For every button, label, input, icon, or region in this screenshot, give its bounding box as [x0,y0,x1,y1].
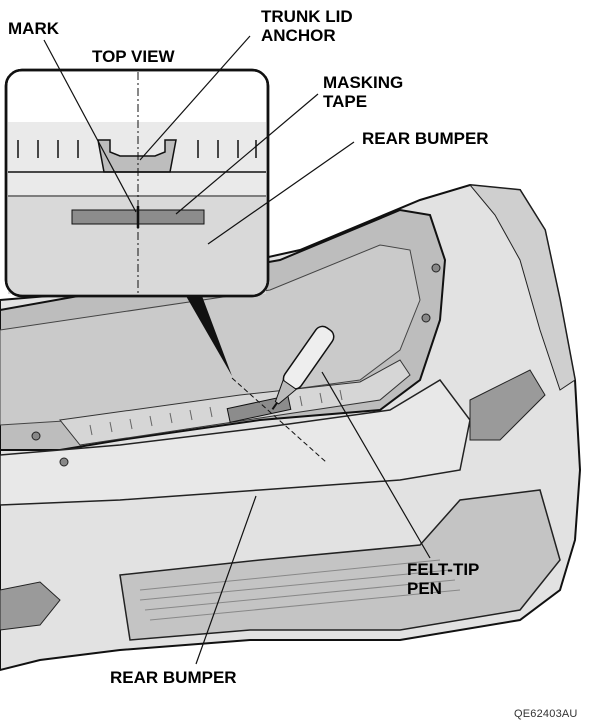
label-masking-tape-2: TAPE [323,92,368,111]
fastener-dot [31,431,41,441]
left-grille [0,581,61,631]
label-trunk-lid-anchor-1: TRUNK LID [261,7,353,26]
right-grille [469,369,546,441]
inset-tabs [17,140,257,158]
fastener-dot [431,263,441,273]
bumper-ledge [0,379,471,506]
felt-tip-pen [271,325,335,410]
leader-mark [43,39,137,213]
sill-ribs [89,389,343,436]
label-masking-tape-1: MASKING [323,73,404,92]
inset-pointer [186,296,232,376]
label-felt-tip-pen-1: FELT-TIP [407,560,480,579]
label-rear-bumper-inset: REAR BUMPER [362,129,489,148]
label-mark: MARK [8,19,59,38]
leader-rear-bumper-inset [207,141,355,245]
leader-rear-bumper-bottom [195,495,257,665]
right-quarter-panel [468,184,576,391]
label-felt-tip-pen-2: PEN [407,579,442,598]
figure-code: QE62403AU [514,708,578,720]
leader-felt-tip-pen [321,371,431,559]
leader-trunk-lid-anchor [139,35,251,161]
fastener-dot [421,313,431,323]
diffuser-slats [139,559,461,621]
top-view-inset [4,68,270,298]
leader-lines [43,35,431,665]
fastener-dot [59,457,69,467]
lower-diffuser [119,489,561,641]
masking-tape-strip [226,395,292,423]
label-top-view: TOP VIEW [92,47,175,66]
label-trunk-lid-anchor-2: ANCHOR [261,26,336,45]
car-rear-body [0,183,582,672]
label-rear-bumper-bottom: REAR BUMPER [110,668,237,687]
center-mark-line [231,377,327,463]
leader-masking-tape [175,93,319,215]
